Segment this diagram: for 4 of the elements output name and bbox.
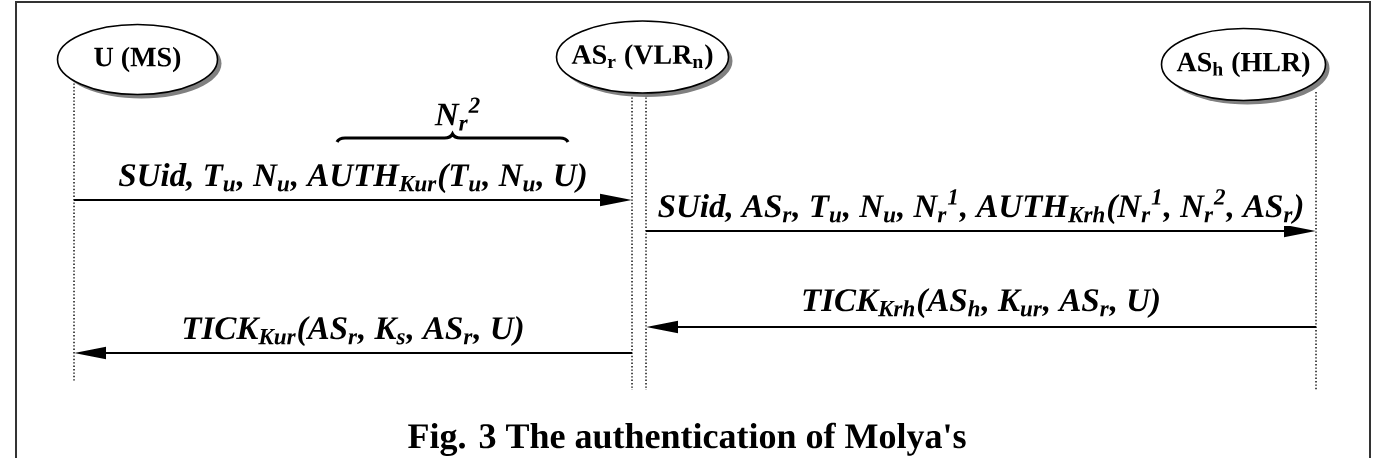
edge-label: TICK$_{Krh}$(AS$_{h}$, K$_{ur}$, AS$_{r}$, U) [799,286,1163,320]
caption: Fig. 3 The authentication of Molya's [408,422,966,456]
brace-label: N$_{r}$2 [434,97,480,131]
edge-label: SUid, AS$_{r}$, T$_{u}$, N$_{u}$, N$_{r}$$^{1}$, AUTH$_{Krh}$(N$_{r}$$^{1}$, N$_{r}$$^{2}$, AS$_{r}$) [655,187,1307,226]
